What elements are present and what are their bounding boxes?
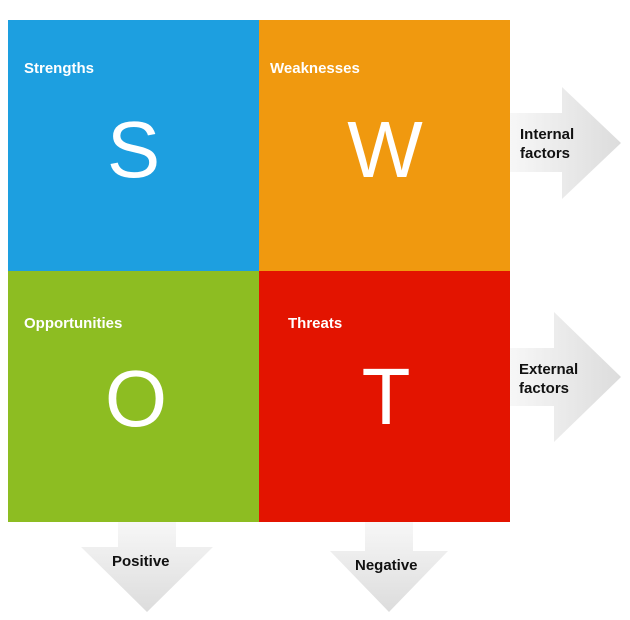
- external-factors-label: External factors: [519, 361, 579, 397]
- threats-letter: T: [361, 352, 411, 441]
- internal-factors-label: Internal factors: [520, 126, 575, 162]
- weaknesses-letter: W: [347, 105, 423, 194]
- strengths-letter: S: [106, 105, 161, 194]
- strengths-title: Strengths: [24, 60, 95, 77]
- weaknesses-title: Weaknesses: [270, 60, 360, 77]
- negative-label: Negative: [355, 557, 418, 574]
- internal-factors-arrow: [510, 87, 621, 199]
- external-factors-arrow: [510, 312, 621, 442]
- strengths-quadrant: Strengths S: [8, 20, 259, 271]
- weaknesses-quadrant: Weaknesses W: [259, 20, 510, 271]
- negative-arrow: [330, 522, 448, 612]
- positive-arrow: [81, 522, 213, 612]
- threats-title: Threats: [288, 315, 343, 332]
- opportunities-quadrant: Opportunities O: [8, 271, 259, 522]
- opportunities-title: Opportunities: [24, 315, 123, 332]
- threats-quadrant: Threats T: [259, 271, 510, 522]
- positive-label: Positive: [112, 553, 170, 570]
- opportunities-letter: O: [104, 354, 168, 443]
